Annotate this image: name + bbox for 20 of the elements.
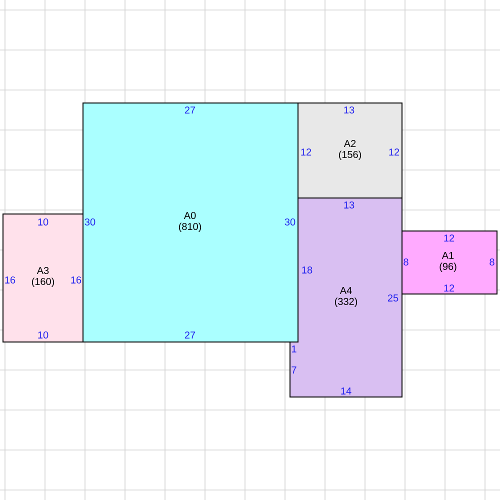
dimension-label: 14	[341, 388, 352, 394]
dimension-label: 12	[301, 148, 312, 156]
dimension-label: 10	[38, 331, 48, 339]
dimension-label: 16	[71, 276, 82, 284]
dimension-label: 30	[84, 218, 96, 226]
dimension-label: 27	[184, 106, 196, 114]
dimension-label: 12	[444, 234, 454, 242]
dimension-label: 8	[404, 258, 408, 266]
dimension-label: 12	[444, 284, 454, 292]
dimension-label: 25	[388, 294, 398, 302]
dimension-label: 8	[490, 258, 494, 266]
dimension-label: 12	[389, 148, 400, 156]
dimension-label: 13	[344, 201, 354, 209]
dimension-label: 16	[5, 276, 16, 284]
dimension-label: 13	[344, 106, 354, 114]
dimension-label: 1	[292, 346, 296, 352]
dimension-label: 7	[292, 366, 296, 374]
dimension-label: 18	[302, 266, 312, 274]
dimension-label: 10	[38, 218, 48, 226]
dimension-label: 27	[184, 332, 196, 338]
